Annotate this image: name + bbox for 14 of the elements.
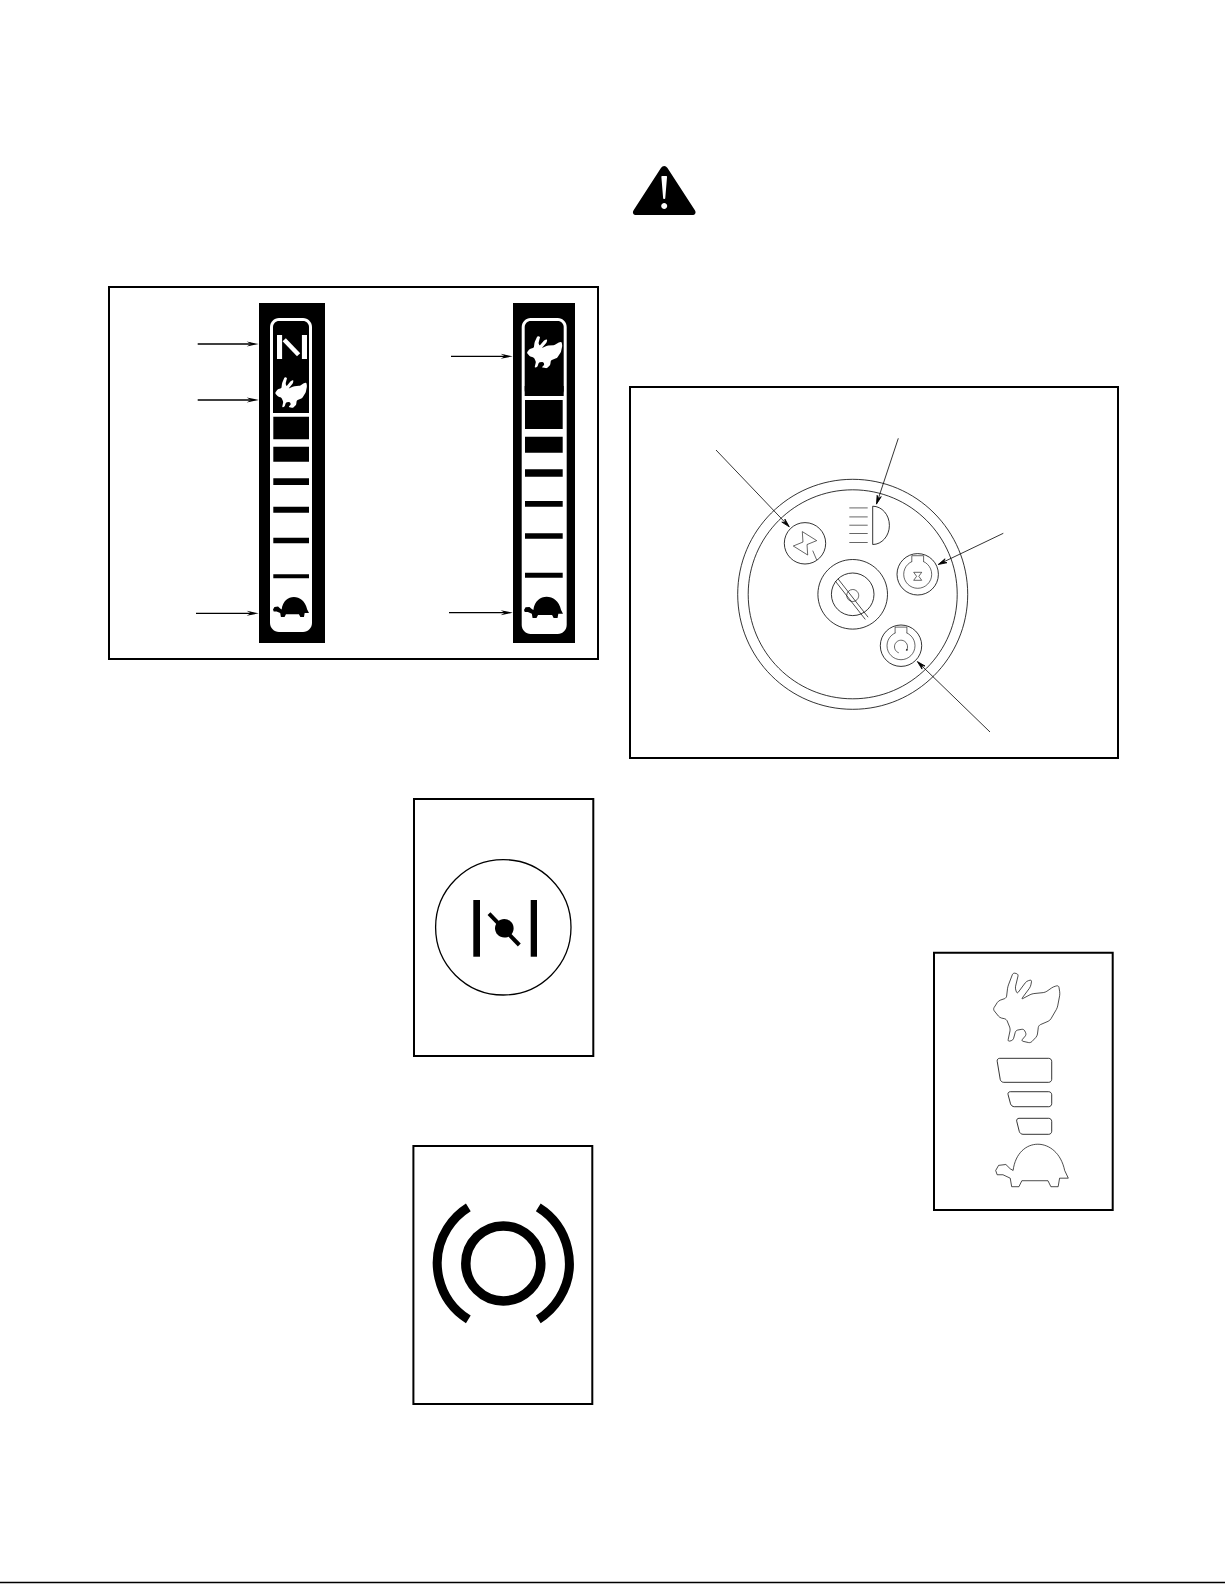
rabbit-outline [993,972,1061,1043]
turtle-icon [524,596,563,618]
leader-arrow [876,437,899,505]
knob [783,522,827,565]
leader-arrow [715,449,790,528]
knob [896,553,939,596]
leader-arrow [916,661,991,733]
turtle-icon [273,597,309,617]
knob [879,624,923,667]
headlight-symbol [849,505,890,545]
rabbit-icon [524,321,564,396]
leader-arrow [937,532,1004,565]
neutral-symbol [273,321,309,370]
turtle-outline [995,1143,1069,1188]
